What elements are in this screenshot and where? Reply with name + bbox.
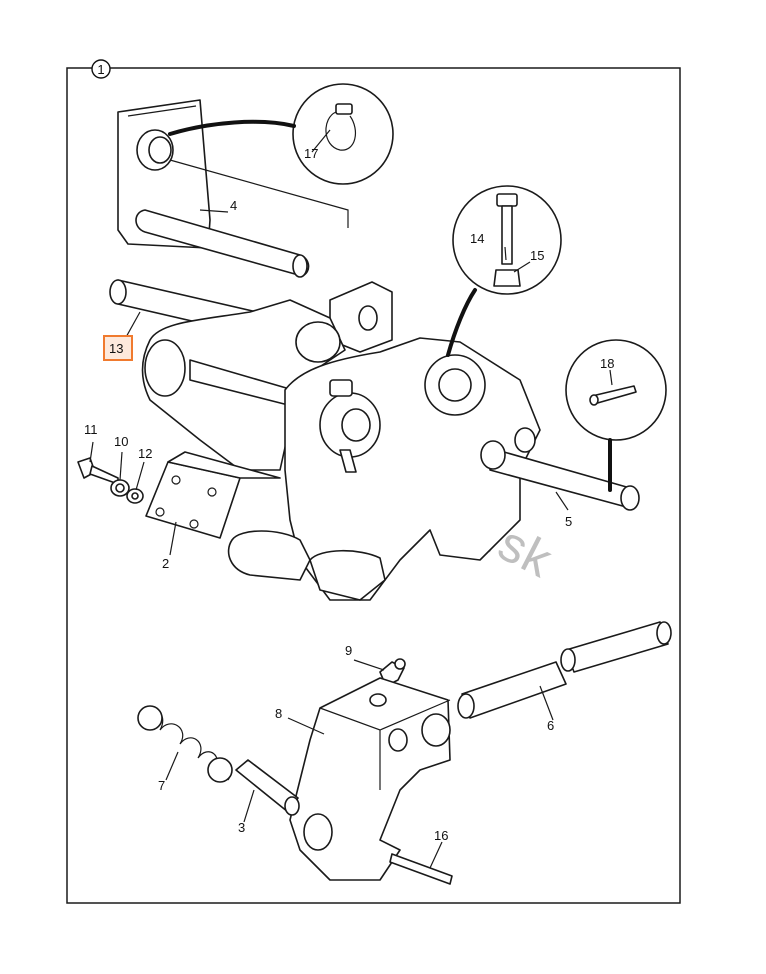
part-6-pins bbox=[457, 621, 672, 719]
callout-18: 18 bbox=[600, 356, 614, 371]
callout-14: 14 bbox=[470, 231, 484, 246]
callout-12: 12 bbox=[138, 446, 152, 461]
callout-9: 9 bbox=[345, 643, 352, 658]
part-12-washer bbox=[126, 488, 144, 504]
part-11-bolt bbox=[77, 457, 119, 485]
part-7-spring bbox=[137, 705, 233, 783]
callout-4: 4 bbox=[230, 198, 237, 213]
callout-2: 2 bbox=[162, 556, 169, 571]
section-marker-label: 1 bbox=[97, 62, 104, 77]
callout-labels: 4 17 13 11 10 12 2 14 15 18 5 9 8 6 7 3 … bbox=[84, 146, 614, 843]
detail-circle-18 bbox=[565, 339, 667, 492]
detail-circle-14-15 bbox=[446, 185, 562, 357]
callout-15: 15 bbox=[530, 248, 544, 263]
part-8-lever-block bbox=[289, 677, 451, 881]
callout-3: 3 bbox=[238, 820, 245, 835]
detail-circle-17 bbox=[168, 83, 394, 185]
callout-5: 5 bbox=[565, 514, 572, 529]
diagram-frame bbox=[66, 67, 681, 904]
callout-10: 10 bbox=[114, 434, 128, 449]
part-10-washer bbox=[110, 479, 130, 497]
callout-8: 8 bbox=[275, 706, 282, 721]
callout-17: 17 bbox=[304, 146, 318, 161]
quick-coupler-body bbox=[109, 279, 640, 601]
part-16-roll-pin bbox=[389, 853, 453, 885]
callout-16: 16 bbox=[434, 828, 448, 843]
callout-11: 11 bbox=[84, 422, 98, 437]
part-3-pin bbox=[235, 759, 300, 816]
callout-13: 13 bbox=[109, 341, 123, 356]
leader-lines bbox=[89, 129, 613, 869]
callout-7: 7 bbox=[158, 778, 165, 793]
part-4-retaining-plate bbox=[117, 99, 349, 278]
callout-13-highlight bbox=[103, 335, 133, 361]
callout-6: 6 bbox=[547, 718, 554, 733]
part-2-bracket bbox=[145, 451, 281, 539]
section-marker: 1 bbox=[91, 59, 111, 79]
